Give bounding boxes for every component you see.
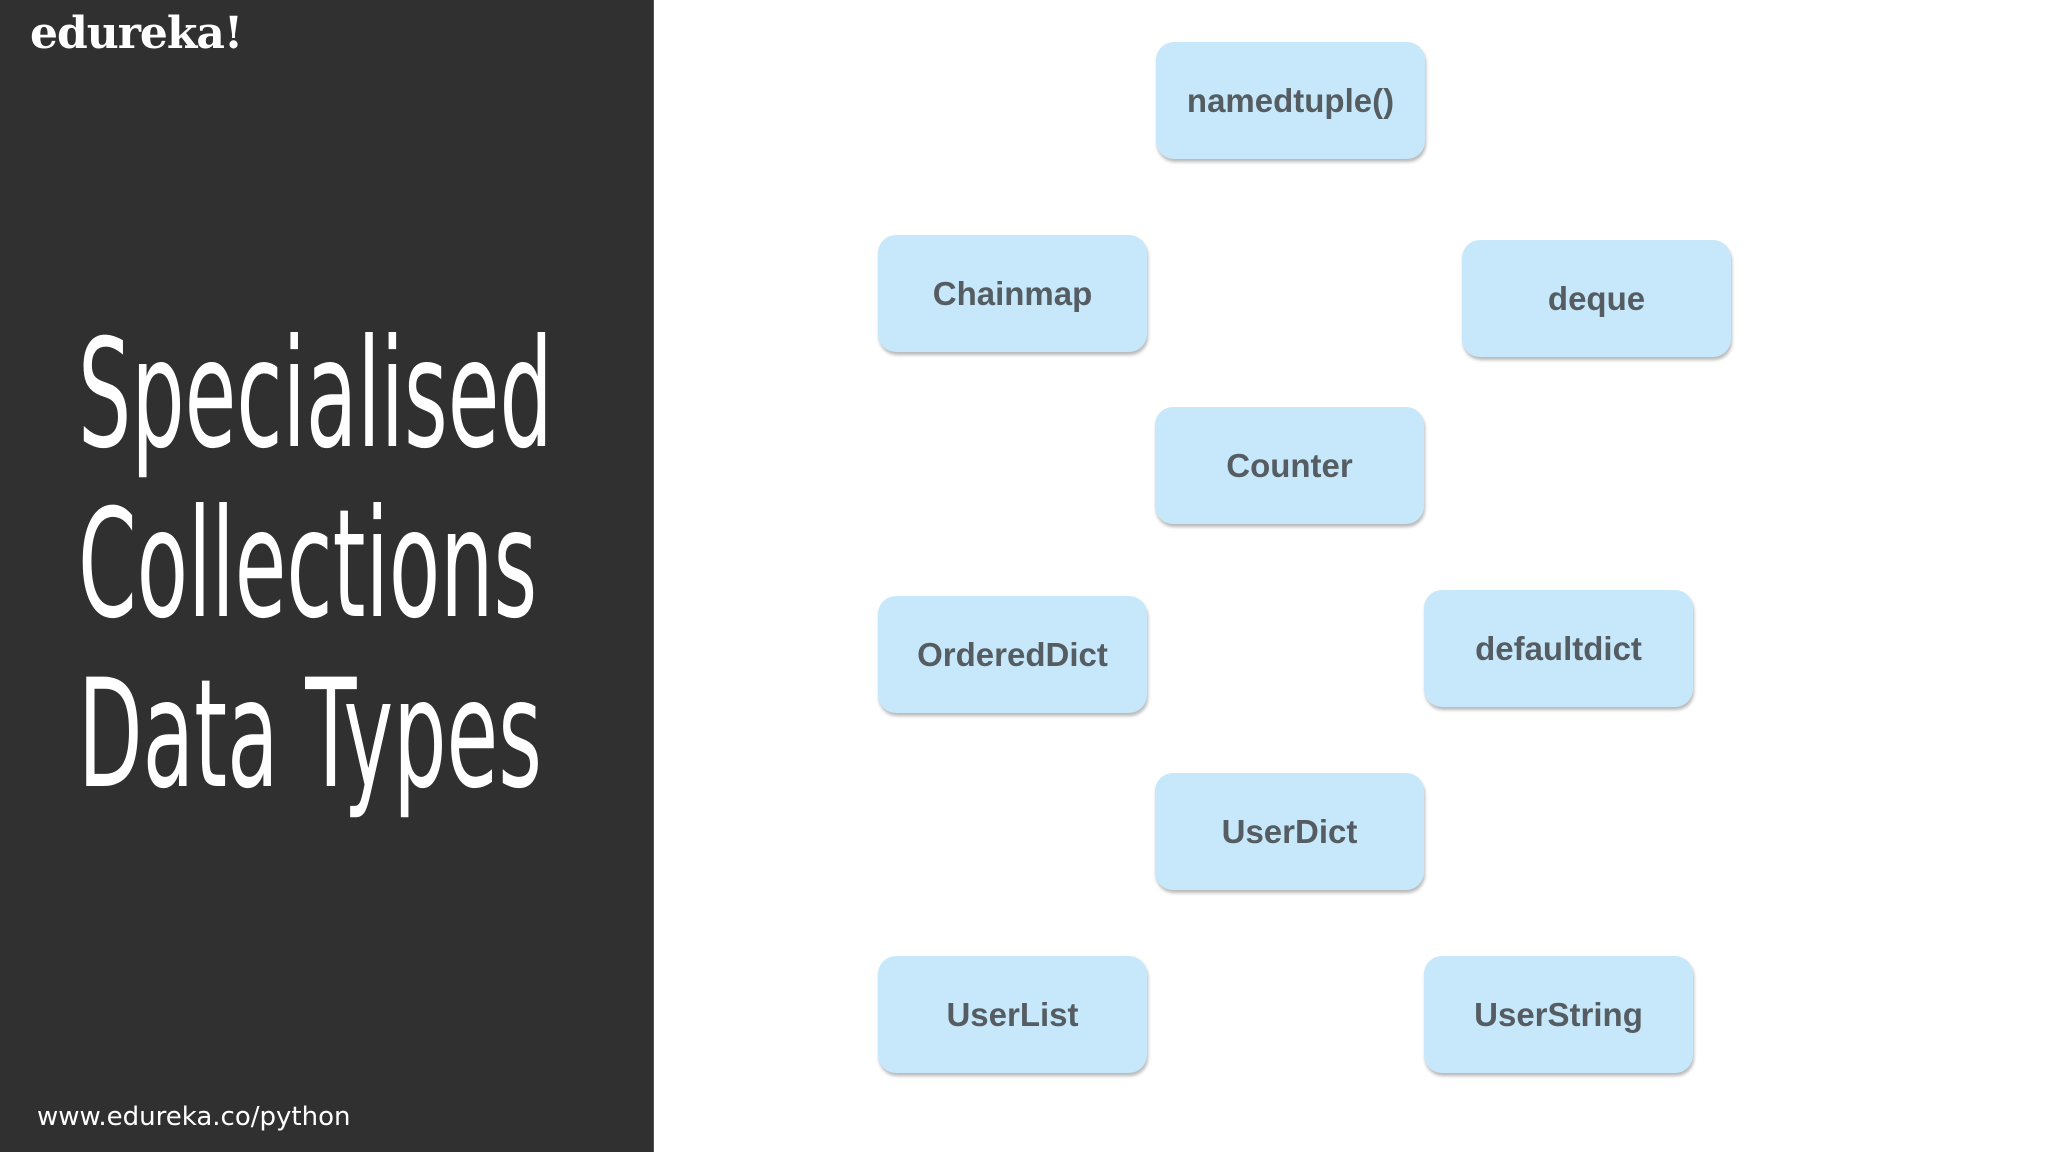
box-userlist: UserList: [878, 956, 1147, 1073]
box-defaultdict: defaultdict: [1424, 590, 1693, 707]
title-line: Data Types: [78, 648, 542, 822]
box-counter: Counter: [1155, 407, 1424, 524]
edureka-logo: edureka!: [30, 8, 243, 59]
title-line: Collections: [78, 478, 538, 652]
title-line: Specialised: [78, 308, 553, 482]
slide-title: Specialised Collections Data Types: [78, 310, 553, 820]
box-deque: deque: [1462, 240, 1731, 357]
box-ordereddict: OrderedDict: [878, 596, 1147, 713]
box-namedtuple: namedtuple(): [1156, 42, 1425, 159]
box-userdict: UserDict: [1155, 773, 1424, 890]
left-panel: edureka! Specialised Collections Data Ty…: [0, 0, 654, 1152]
box-userstring: UserString: [1424, 956, 1693, 1073]
website-url: www.edureka.co/python: [37, 1102, 351, 1132]
box-chainmap: Chainmap: [878, 235, 1147, 352]
